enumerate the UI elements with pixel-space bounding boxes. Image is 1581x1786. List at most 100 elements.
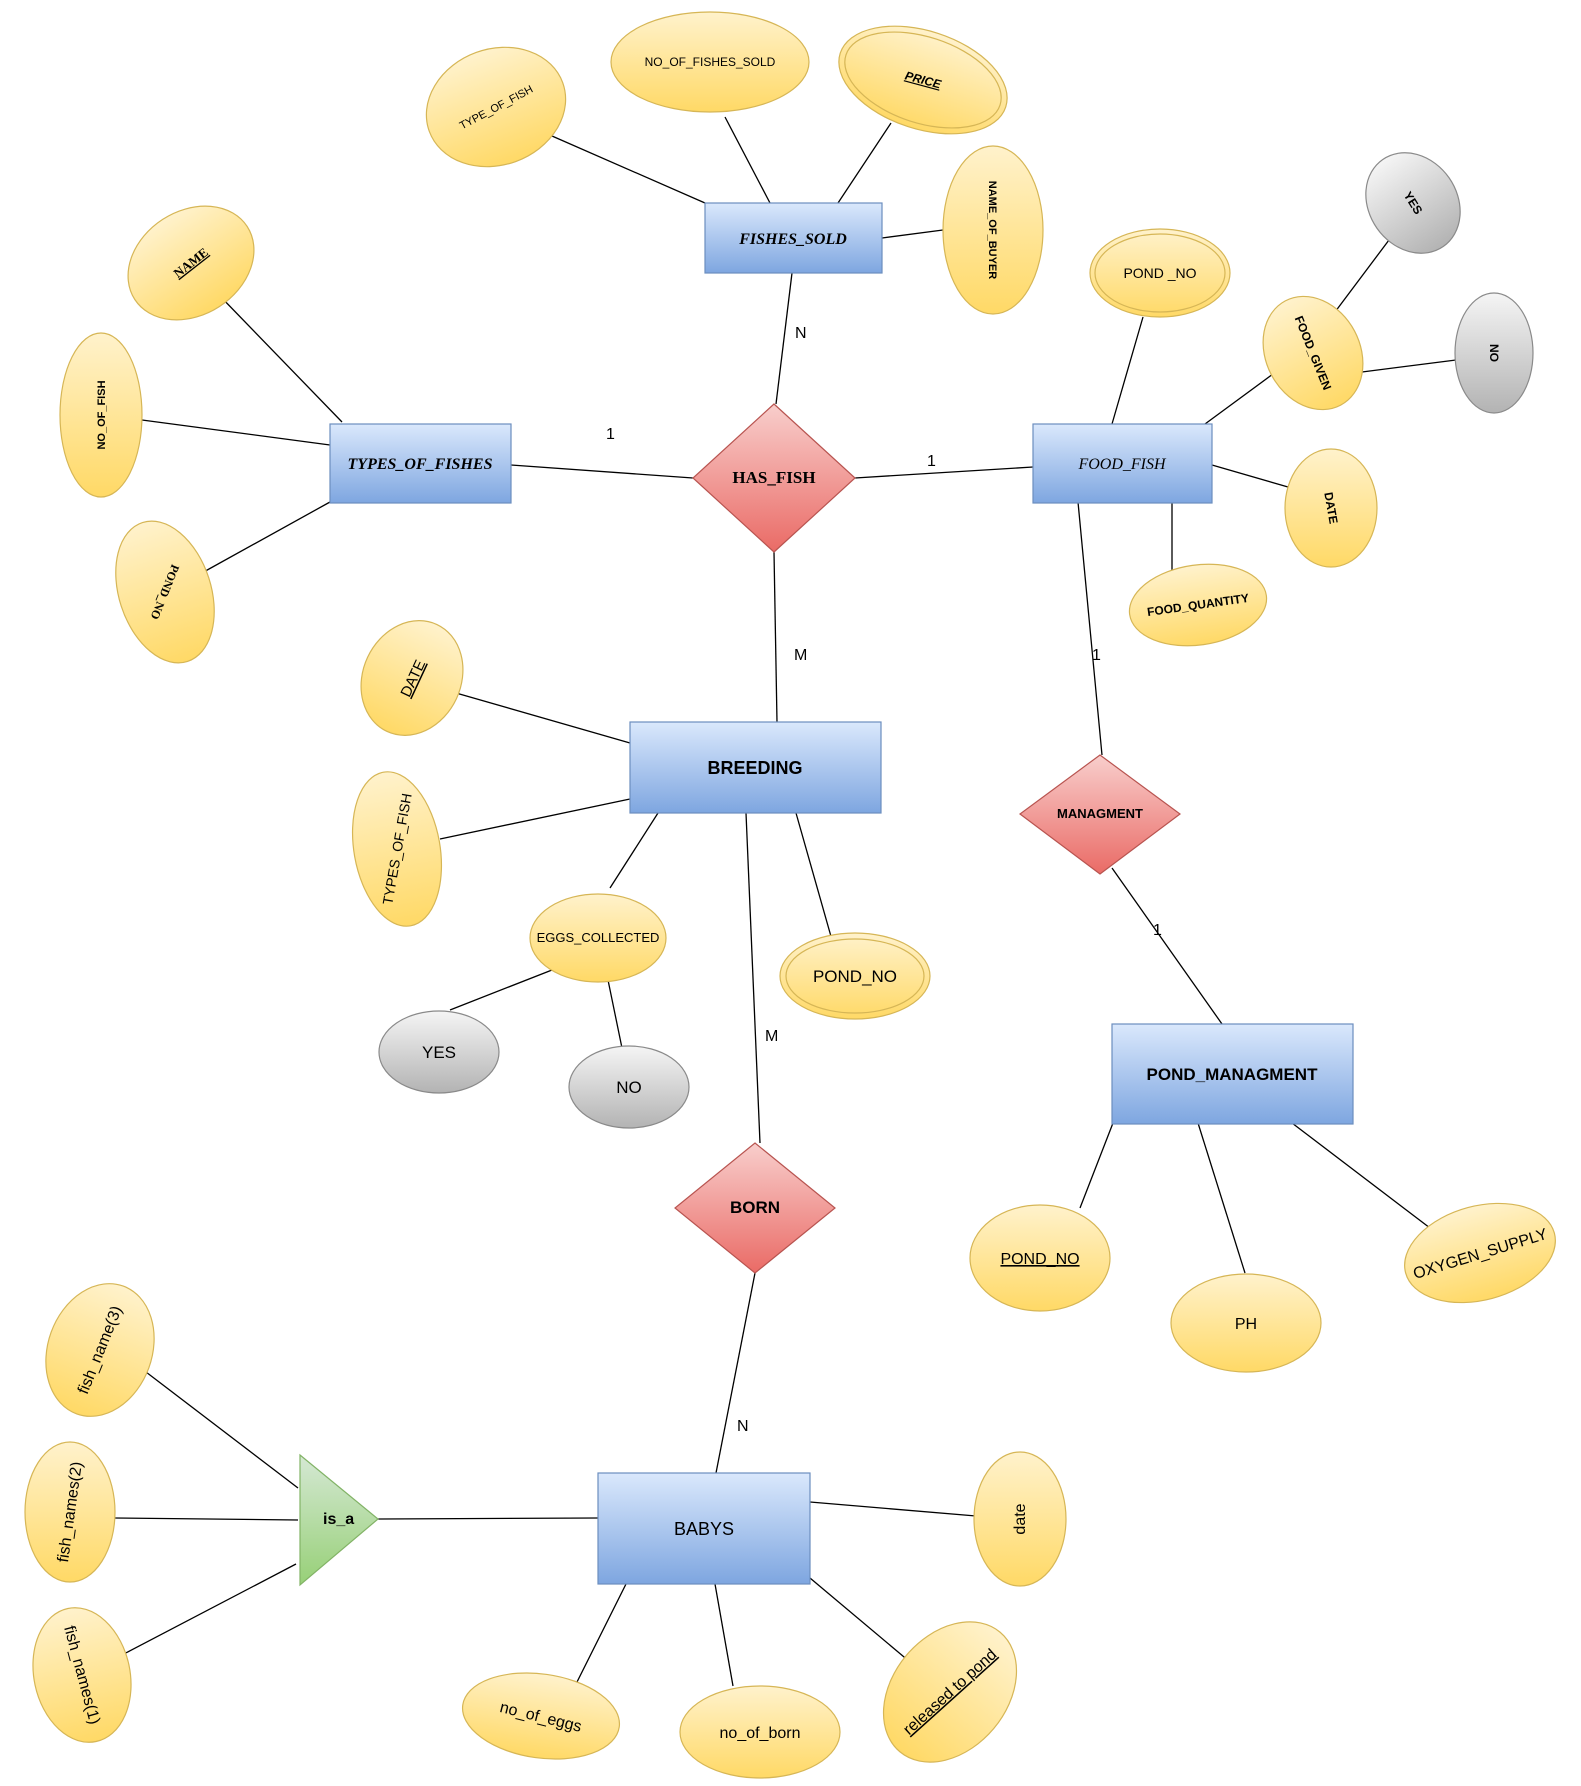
edge-born-babys (715, 1272, 756, 1474)
cardinality-pond-managment: 1 (1153, 922, 1162, 939)
attribute-eggs-collected-label: EGGS_COLLECTED (537, 930, 660, 945)
attribute-eggs-no-label: NO (616, 1078, 642, 1097)
attribute-no-of-born-label: no_of_born (720, 1725, 801, 1742)
cardinality-breeding-has-fish: M (794, 647, 807, 664)
attribute-fish-names-1[interactable]: fish_names(1) (21, 1599, 143, 1752)
edge-fishes-sold-name-of-buyer (881, 229, 944, 239)
attribute-no-of-fish-label: NO_OF_FISH (96, 380, 108, 449)
attribute-breeding-date[interactable]: DATE (343, 604, 482, 752)
relationship-managment[interactable]: MANAGMENT (1018, 754, 1182, 875)
cardinality-breeding-born: M (765, 1028, 778, 1045)
edge-types-has-fish (510, 464, 694, 479)
attribute-name-of-buyer[interactable]: NAME_OF_BUYER (942, 145, 1044, 315)
attribute-food-given[interactable]: FOOD_GIVEN (1244, 279, 1382, 427)
attribute-no-of-eggs[interactable]: no_of_eggs (457, 1663, 625, 1768)
relationship-born[interactable]: BORN (674, 1142, 836, 1274)
edge-fishes-sold-price (837, 122, 892, 204)
entity-fishes-sold[interactable]: FISHES_SOLD (704, 202, 883, 274)
specialization-is-a-label: is_a (323, 1511, 354, 1528)
attribute-food-date[interactable]: DATE (1284, 448, 1378, 568)
relationship-has-fish[interactable]: HAS_FISH (692, 403, 856, 553)
attribute-food-date-label: DATE (1321, 491, 1340, 525)
attribute-ph[interactable]: PH (1170, 1273, 1322, 1373)
attribute-babys-date-label: date (1012, 1503, 1029, 1534)
attribute-food-no-label: NO (1487, 344, 1501, 362)
edge-babys-date (809, 1501, 977, 1517)
entity-types-of-fishes-label: TYPES_OF_FISHES (348, 456, 493, 473)
attribute-eggs-collected[interactable]: EGGS_COLLECTED (529, 893, 667, 983)
attribute-no-of-fishes-sold[interactable]: NO_OF_FISHES_SOLD (610, 11, 810, 113)
cardinality-types-has-fish: 1 (606, 426, 615, 443)
attribute-eggs-yes-label: YES (422, 1043, 456, 1062)
edge-is-a-fish-names-1 (119, 1563, 297, 1657)
edge-food-given-yes (1334, 235, 1393, 313)
attribute-fish-names-2[interactable]: fish_names(2) (24, 1441, 116, 1583)
edge-types-name (217, 293, 343, 423)
attribute-pm-pond-no[interactable]: POND_NO (969, 1204, 1111, 1312)
connector-lines (113, 116, 1457, 1687)
edge-pm-oxygen (1291, 1122, 1431, 1229)
edge-eggs-yes (449, 969, 553, 1011)
attribute-food-no[interactable]: NO (1454, 292, 1534, 414)
attribute-eggs-no[interactable]: NO (568, 1045, 690, 1129)
attribute-babys-date[interactable]: date (973, 1451, 1067, 1587)
edge-pm-ph (1197, 1122, 1246, 1274)
edge-fishes-sold-type-of-fish (551, 135, 706, 204)
attribute-name-of-buyer-label: NAME_OF_BUYER (986, 181, 998, 279)
relationship-born-label: BORN (730, 1198, 780, 1217)
edge-is-a-fish-name-3 (145, 1371, 299, 1489)
attribute-no-of-fishes-sold-label: NO_OF_FISHES_SOLD (645, 55, 776, 69)
entity-pond-managment-label: POND_MANAGMENT (1147, 1065, 1319, 1084)
edge-babys-no-of-eggs (575, 1583, 627, 1685)
attribute-price[interactable]: PRICE (825, 7, 1021, 154)
edge-babys-no-of-born (714, 1583, 734, 1687)
attribute-food-pond-no[interactable]: POND _NO (1089, 228, 1231, 318)
attribute-food-quantity[interactable]: FOOD_QUANTITY (1124, 556, 1272, 654)
entity-babys-label: BABYS (674, 1519, 734, 1539)
edge-has-fish-food-fish (854, 466, 1034, 479)
relationship-managment-label: MANAGMENT (1057, 806, 1143, 821)
entity-types-of-fishes[interactable]: TYPES_OF_FISHES (329, 423, 512, 504)
attribute-eggs-yes[interactable]: YES (378, 1010, 500, 1094)
attribute-food-yes[interactable]: YES (1347, 134, 1480, 271)
edge-babys-is-a (377, 1517, 599, 1520)
cardinality-babys-born: N (737, 1418, 749, 1435)
attribute-breeding-pond-no-label: POND_NO (813, 967, 897, 986)
edge-breeding-born (745, 812, 761, 1144)
cardinality-food-has-fish: 1 (927, 453, 936, 470)
attribute-types-pond-no[interactable]: POND_NO (99, 508, 232, 675)
attribute-breeding-pond-no[interactable]: POND_NO (779, 932, 931, 1020)
attribute-no-of-born[interactable]: no_of_born (679, 1685, 841, 1779)
edge-is-a-fish-names-2 (113, 1517, 299, 1521)
attribute-name[interactable]: NAME (106, 183, 275, 343)
edge-pm-pond-no (1079, 1122, 1114, 1209)
edge-breeding-pond-no (795, 812, 833, 941)
edge-babys-released (809, 1577, 911, 1663)
attribute-released-to-pond[interactable]: released to pond (856, 1596, 1044, 1786)
entity-food-fish-label: FOOD_FISH (1077, 456, 1167, 473)
edge-managment-pond-managment (1111, 867, 1223, 1025)
attribute-type-of-fish[interactable]: TYPE_OF_FISH (409, 28, 582, 186)
edge-food-given-no (1361, 359, 1457, 373)
edge-breeding-types-of-fish (439, 798, 631, 840)
edge-types-no-of-fish (141, 419, 331, 446)
entity-breeding[interactable]: BREEDING (629, 721, 882, 814)
edge-fishes-sold-no-of-fishes-sold (724, 116, 771, 204)
edge-food-food-given (1204, 373, 1274, 425)
entity-babys[interactable]: BABYS (597, 1472, 811, 1585)
attribute-breeding-types-of-fish[interactable]: TYPES_OF_FISH (341, 765, 453, 934)
entity-food-fish[interactable]: FOOD_FISH (1032, 423, 1213, 504)
edge-food-pond-no (1111, 316, 1144, 425)
attribute-fish-name-3[interactable]: fish_name(3) (28, 1268, 172, 1431)
specialization-is-a[interactable]: is_a (299, 1453, 379, 1587)
attribute-pm-pond-no-label: POND_NO (1000, 1251, 1079, 1268)
attribute-ph-label: PH (1235, 1316, 1257, 1333)
entity-fishes-sold-label: FISHES_SOLD (738, 231, 847, 248)
cardinality-fishes-sold-has-fish: N (795, 325, 807, 342)
edge-food-date (1211, 464, 1289, 488)
entity-pond-managment[interactable]: POND_MANAGMENT (1111, 1023, 1354, 1125)
attribute-oxygen-supply[interactable]: OXYGEN_SUPPLY (1393, 1188, 1566, 1319)
attribute-no-of-fish[interactable]: NO_OF_FISH (59, 332, 143, 498)
edge-food-managment (1077, 501, 1103, 756)
